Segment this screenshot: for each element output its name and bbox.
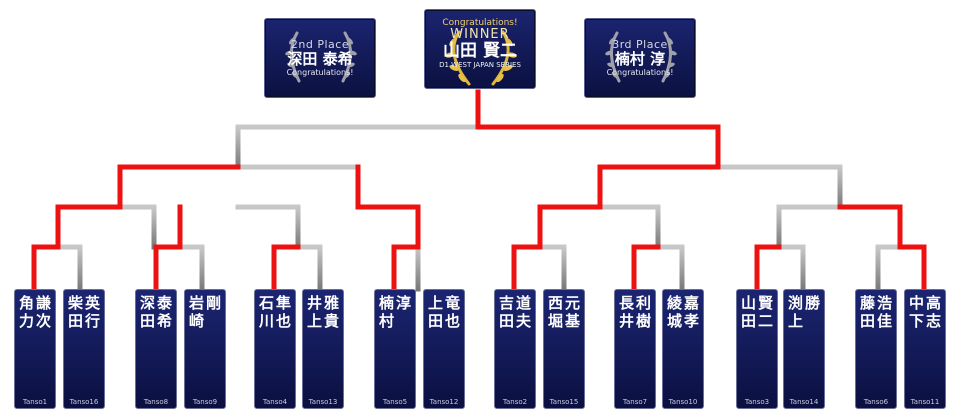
player-name-given: 道夫 <box>516 294 532 330</box>
player-tag: Tanso15 <box>549 398 579 406</box>
player-name-family: 吉田 <box>498 294 514 330</box>
player-name-family: 山田 <box>740 294 756 330</box>
player-name-given: 浩佳 <box>877 294 893 330</box>
second-place-congrats: Congratulations! <box>286 68 354 77</box>
player-card: 楠村淳 Tanso5 <box>374 289 416 409</box>
player-tag: Tanso13 <box>308 398 338 406</box>
player-name-given: 利樹 <box>636 294 652 330</box>
player-tag: Tanso10 <box>668 398 698 406</box>
player-name-family: 柴田 <box>67 294 83 330</box>
player-card: 長井利樹 Tanso7 <box>614 289 656 409</box>
player-name-given: 勝 <box>805 294 821 312</box>
player-card: 上田竜也 Tanso12 <box>423 289 465 409</box>
player-card: 山田賢二 Tanso3 <box>736 289 778 409</box>
player-tag: Tanso3 <box>744 398 770 406</box>
player-name-given: 淳 <box>396 294 412 312</box>
winner-congrats: Congratulations! <box>442 18 518 28</box>
player-name-family: 長井 <box>618 294 634 330</box>
player-name-family: 楠村 <box>378 294 394 330</box>
player-card: 柴田英行 Tanso16 <box>63 289 105 409</box>
player-tag: Tanso9 <box>192 398 218 406</box>
third-place-label: 3rd Place <box>612 38 668 51</box>
player-name-given: 泰希 <box>157 294 173 330</box>
player-name-given: 謙次 <box>36 294 52 330</box>
player-name-family: 角力 <box>18 294 34 330</box>
player-card: 藤田浩佳 Tanso6 <box>855 289 897 409</box>
series-name: D1 WEST JAPAN SERIES <box>439 61 521 69</box>
player-tag: Tanso6 <box>863 398 889 406</box>
third-place-name: 楠村 淳 <box>614 50 666 68</box>
second-place-label: 2nd Place <box>290 38 350 51</box>
player-card: 深田泰希 Tanso8 <box>135 289 177 409</box>
player-card: 角力謙次 Tanso1 <box>14 289 56 409</box>
player-name-family: 渕上 <box>787 294 803 330</box>
player-card: 綾城嘉孝 Tanso10 <box>662 289 704 409</box>
player-name-family: 岩崎 <box>188 294 204 330</box>
player-tag: Tanso5 <box>382 398 408 406</box>
third-place-congrats: Congratulations! <box>606 68 674 77</box>
player-name-given: 嘉孝 <box>684 294 700 330</box>
player-tag: Tanso4 <box>262 398 288 406</box>
player-name-family: 上田 <box>427 294 443 330</box>
player-name-family: 綾城 <box>666 294 682 330</box>
winner-name: 山田 賢二 <box>443 41 517 61</box>
third-place-card: 3rd Place 楠村 淳 Congratulations! <box>584 18 696 98</box>
player-name-family: 中下 <box>908 294 924 330</box>
second-place-card: 2nd Place 深田 泰希 Congratulations! <box>264 18 376 98</box>
player-name-family: 西堀 <box>547 294 563 330</box>
player-tag: Tanso16 <box>69 398 99 406</box>
player-card: 渕上勝 Tanso14 <box>783 289 825 409</box>
player-name-given: 竜也 <box>445 294 461 330</box>
second-place-name: 深田 泰希 <box>287 50 353 68</box>
player-tag: Tanso2 <box>502 398 528 406</box>
player-tag: Tanso8 <box>143 398 169 406</box>
player-name-given: 英行 <box>85 294 101 330</box>
player-tag: Tanso11 <box>910 398 940 406</box>
player-card: 石川隼也 Tanso4 <box>254 289 296 409</box>
player-tag: Tanso14 <box>789 398 819 406</box>
player-name-family: 井上 <box>306 294 322 330</box>
player-card: 岩崎剛 Tanso9 <box>184 289 226 409</box>
player-card: 中下高志 Tanso11 <box>904 289 946 409</box>
player-name-family: 藤田 <box>859 294 875 330</box>
player-name-given: 雅貴 <box>324 294 340 330</box>
player-name-given: 賢二 <box>758 294 774 330</box>
player-name-given: 剛 <box>206 294 222 312</box>
player-name-family: 石川 <box>258 294 274 330</box>
player-name-family: 深田 <box>139 294 155 330</box>
player-card: 西堀元基 Tanso15 <box>543 289 585 409</box>
player-name-given: 高志 <box>926 294 942 330</box>
player-card: 吉田道夫 Tanso2 <box>494 289 536 409</box>
player-tag: Tanso12 <box>429 398 459 406</box>
winner-card: Congratulations! WINNER 山田 賢二 D1 WEST JA… <box>424 9 536 89</box>
player-name-given: 隼也 <box>276 294 292 330</box>
player-tag: Tanso7 <box>622 398 648 406</box>
player-card: 井上雅貴 Tanso13 <box>302 289 344 409</box>
player-name-given: 元基 <box>565 294 581 330</box>
winner-label: WINNER <box>450 27 510 42</box>
player-tag: Tanso1 <box>22 398 48 406</box>
